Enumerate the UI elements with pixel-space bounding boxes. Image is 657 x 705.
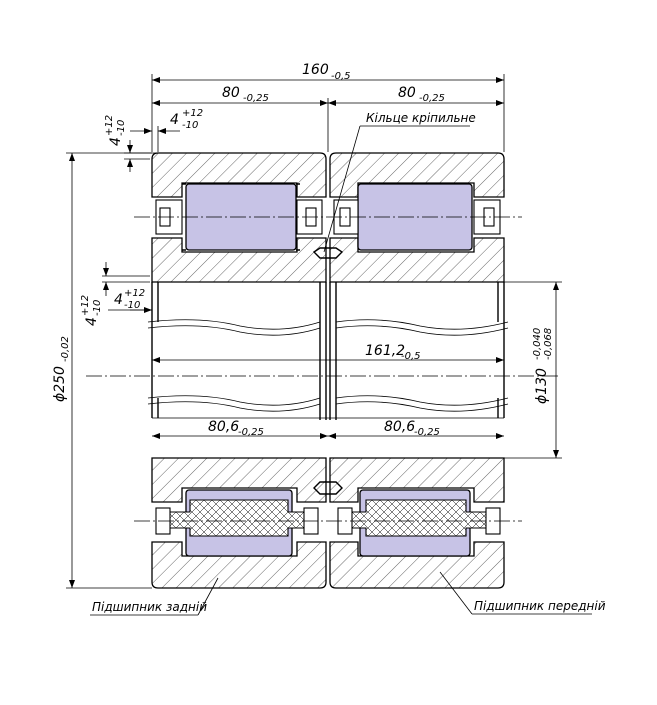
lower-left-inner-ring — [151, 457, 327, 503]
upper-retaining-ring — [312, 247, 344, 259]
bore-diameter-tol-lower: -0,068 — [543, 328, 554, 360]
dimension-texts: 160 -0,5 80 -0,25 80 -0,25 4 +12 -10 4 +… — [52, 62, 554, 438]
left-half-tolerance: -0,25 — [243, 93, 269, 104]
dimension-lines — [66, 74, 562, 589]
outer-diameter-tolerance: -0,02 — [60, 336, 71, 362]
lower-left-length-tolerance: -0,25 — [238, 427, 264, 438]
vertical-offset-top-value: 4 — [108, 137, 124, 146]
lower-right-outer-ring — [329, 541, 505, 589]
vertical-offset-mid-tol-upper: +12 — [80, 295, 91, 316]
lower-right-inner-ring — [329, 457, 505, 503]
vertical-offset-top-tol-upper: +12 — [104, 115, 115, 136]
right-half-value: 80 — [398, 85, 416, 101]
left-half-value: 80 — [222, 85, 240, 101]
rear-bearing-label: Підшипник задній — [92, 600, 207, 614]
outer-offset-value: 4 — [170, 112, 179, 128]
outer-diameter-value: ϕ250 — [52, 366, 68, 402]
overall-length-tolerance: -0,5 — [331, 71, 351, 82]
inner-offset-tol-lower: -10 — [124, 300, 140, 311]
vertical-offset-mid-value: 4 — [84, 317, 100, 326]
vertical-offset-mid-tol-lower: -10 — [92, 300, 103, 316]
leader-lines — [90, 125, 592, 616]
vertical-offset-top-tol-lower: -10 — [116, 120, 127, 136]
inner-ring-length-tolerance: -0,5 — [401, 351, 421, 362]
lower-left-outer-ring — [151, 541, 327, 589]
lower-retaining-ring — [313, 481, 343, 495]
overall-length-value: 160 — [302, 62, 329, 78]
upper-bearing-section — [134, 152, 522, 283]
bore-diameter-tol-upper: -0,040 — [532, 328, 543, 360]
retaining-ring-label: Кільце кріпильне — [366, 111, 476, 125]
lower-left-length-value: 80,6 — [208, 419, 239, 435]
inner-sleeve-section — [86, 282, 560, 420]
right-half-tolerance: -0,25 — [419, 93, 445, 104]
callout-labels: Кільце кріпильне Підшипник задній Підшип… — [92, 111, 606, 614]
outer-offset-tol-lower: -10 — [182, 120, 198, 131]
upper-right-outer-ring — [329, 152, 505, 198]
lower-right-length-tolerance: -0,25 — [414, 427, 440, 438]
upper-left-outer-ring — [151, 152, 327, 198]
front-bearing-label: Підшипник передній — [474, 599, 606, 613]
lower-right-length-value: 80,6 — [384, 419, 415, 435]
upper-left-inner-ring — [151, 237, 327, 283]
inner-ring-length-value: 161,2 — [365, 343, 405, 359]
inner-offset-tol-upper: +12 — [124, 288, 145, 299]
outer-offset-tol-upper: +12 — [182, 108, 203, 119]
inner-offset-value: 4 — [114, 292, 123, 308]
lower-bearing-section — [134, 457, 522, 589]
bore-diameter-value: ϕ130 — [534, 368, 550, 404]
